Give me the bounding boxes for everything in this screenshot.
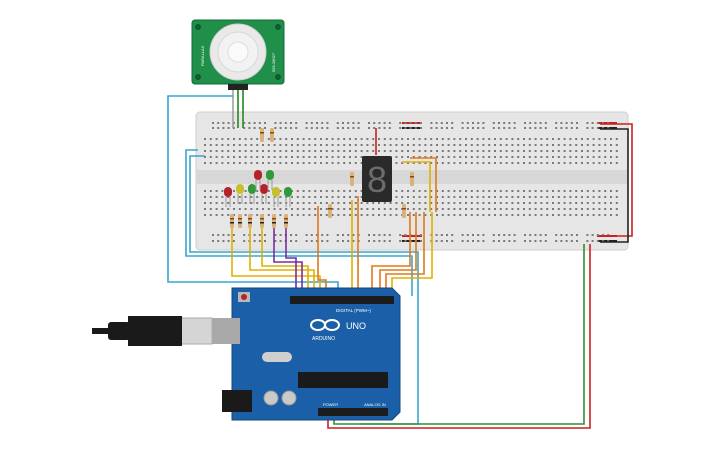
fresnel-dome-icon (209, 23, 267, 81)
wires (167, 90, 633, 429)
resistor (248, 214, 252, 228)
digital-header (290, 296, 394, 304)
analog-header (318, 408, 388, 416)
digital-header-label: DIGITAL (PWM~) (336, 308, 371, 313)
resistor (270, 128, 274, 142)
arduino-uno-board[interactable]: DIGITAL (PWM~) UNO ARDUINO POWER ANALOG … (210, 287, 401, 421)
resistor (260, 214, 264, 228)
led[interactable] (236, 184, 244, 204)
board-model-text: UNO (346, 321, 366, 331)
led[interactable] (260, 184, 268, 204)
pir-model: 555-28027 (271, 52, 276, 72)
seven-segment-digit: 8 (367, 159, 387, 200)
resistor-group-display (328, 172, 414, 218)
infinity-logo-icon (310, 319, 340, 331)
resistor-group-top (260, 128, 274, 142)
atmega-chip (298, 372, 388, 388)
usb-port (210, 318, 240, 344)
resistor (272, 214, 276, 228)
led[interactable] (254, 170, 262, 190)
led[interactable] (266, 170, 274, 190)
resistor (238, 214, 242, 228)
usb-b-plug-icon[interactable] (92, 316, 213, 346)
resistor (402, 204, 406, 218)
analog-label: ANALOG IN (364, 402, 386, 407)
resistor (410, 172, 414, 186)
seven-segment-display-icon[interactable]: 8 (362, 156, 392, 202)
pir-sensor[interactable]: PARALLAX 555-28027 (191, 19, 285, 128)
led[interactable] (284, 187, 292, 207)
board-brand-text: ARDUINO (312, 336, 335, 342)
power-label: POWER (323, 402, 338, 407)
led[interactable] (224, 187, 232, 207)
led-array (224, 170, 292, 207)
resistor (260, 128, 264, 142)
pir-vendor: PARALLAX (200, 45, 205, 66)
resistor-group-leds (230, 214, 288, 228)
led[interactable] (272, 187, 280, 207)
reset-button-icon[interactable] (238, 292, 250, 302)
power-jack (222, 390, 252, 412)
resistor (230, 214, 234, 228)
resistor (284, 214, 288, 228)
led[interactable] (248, 184, 256, 204)
resistor (328, 204, 332, 218)
resistor (350, 172, 354, 186)
